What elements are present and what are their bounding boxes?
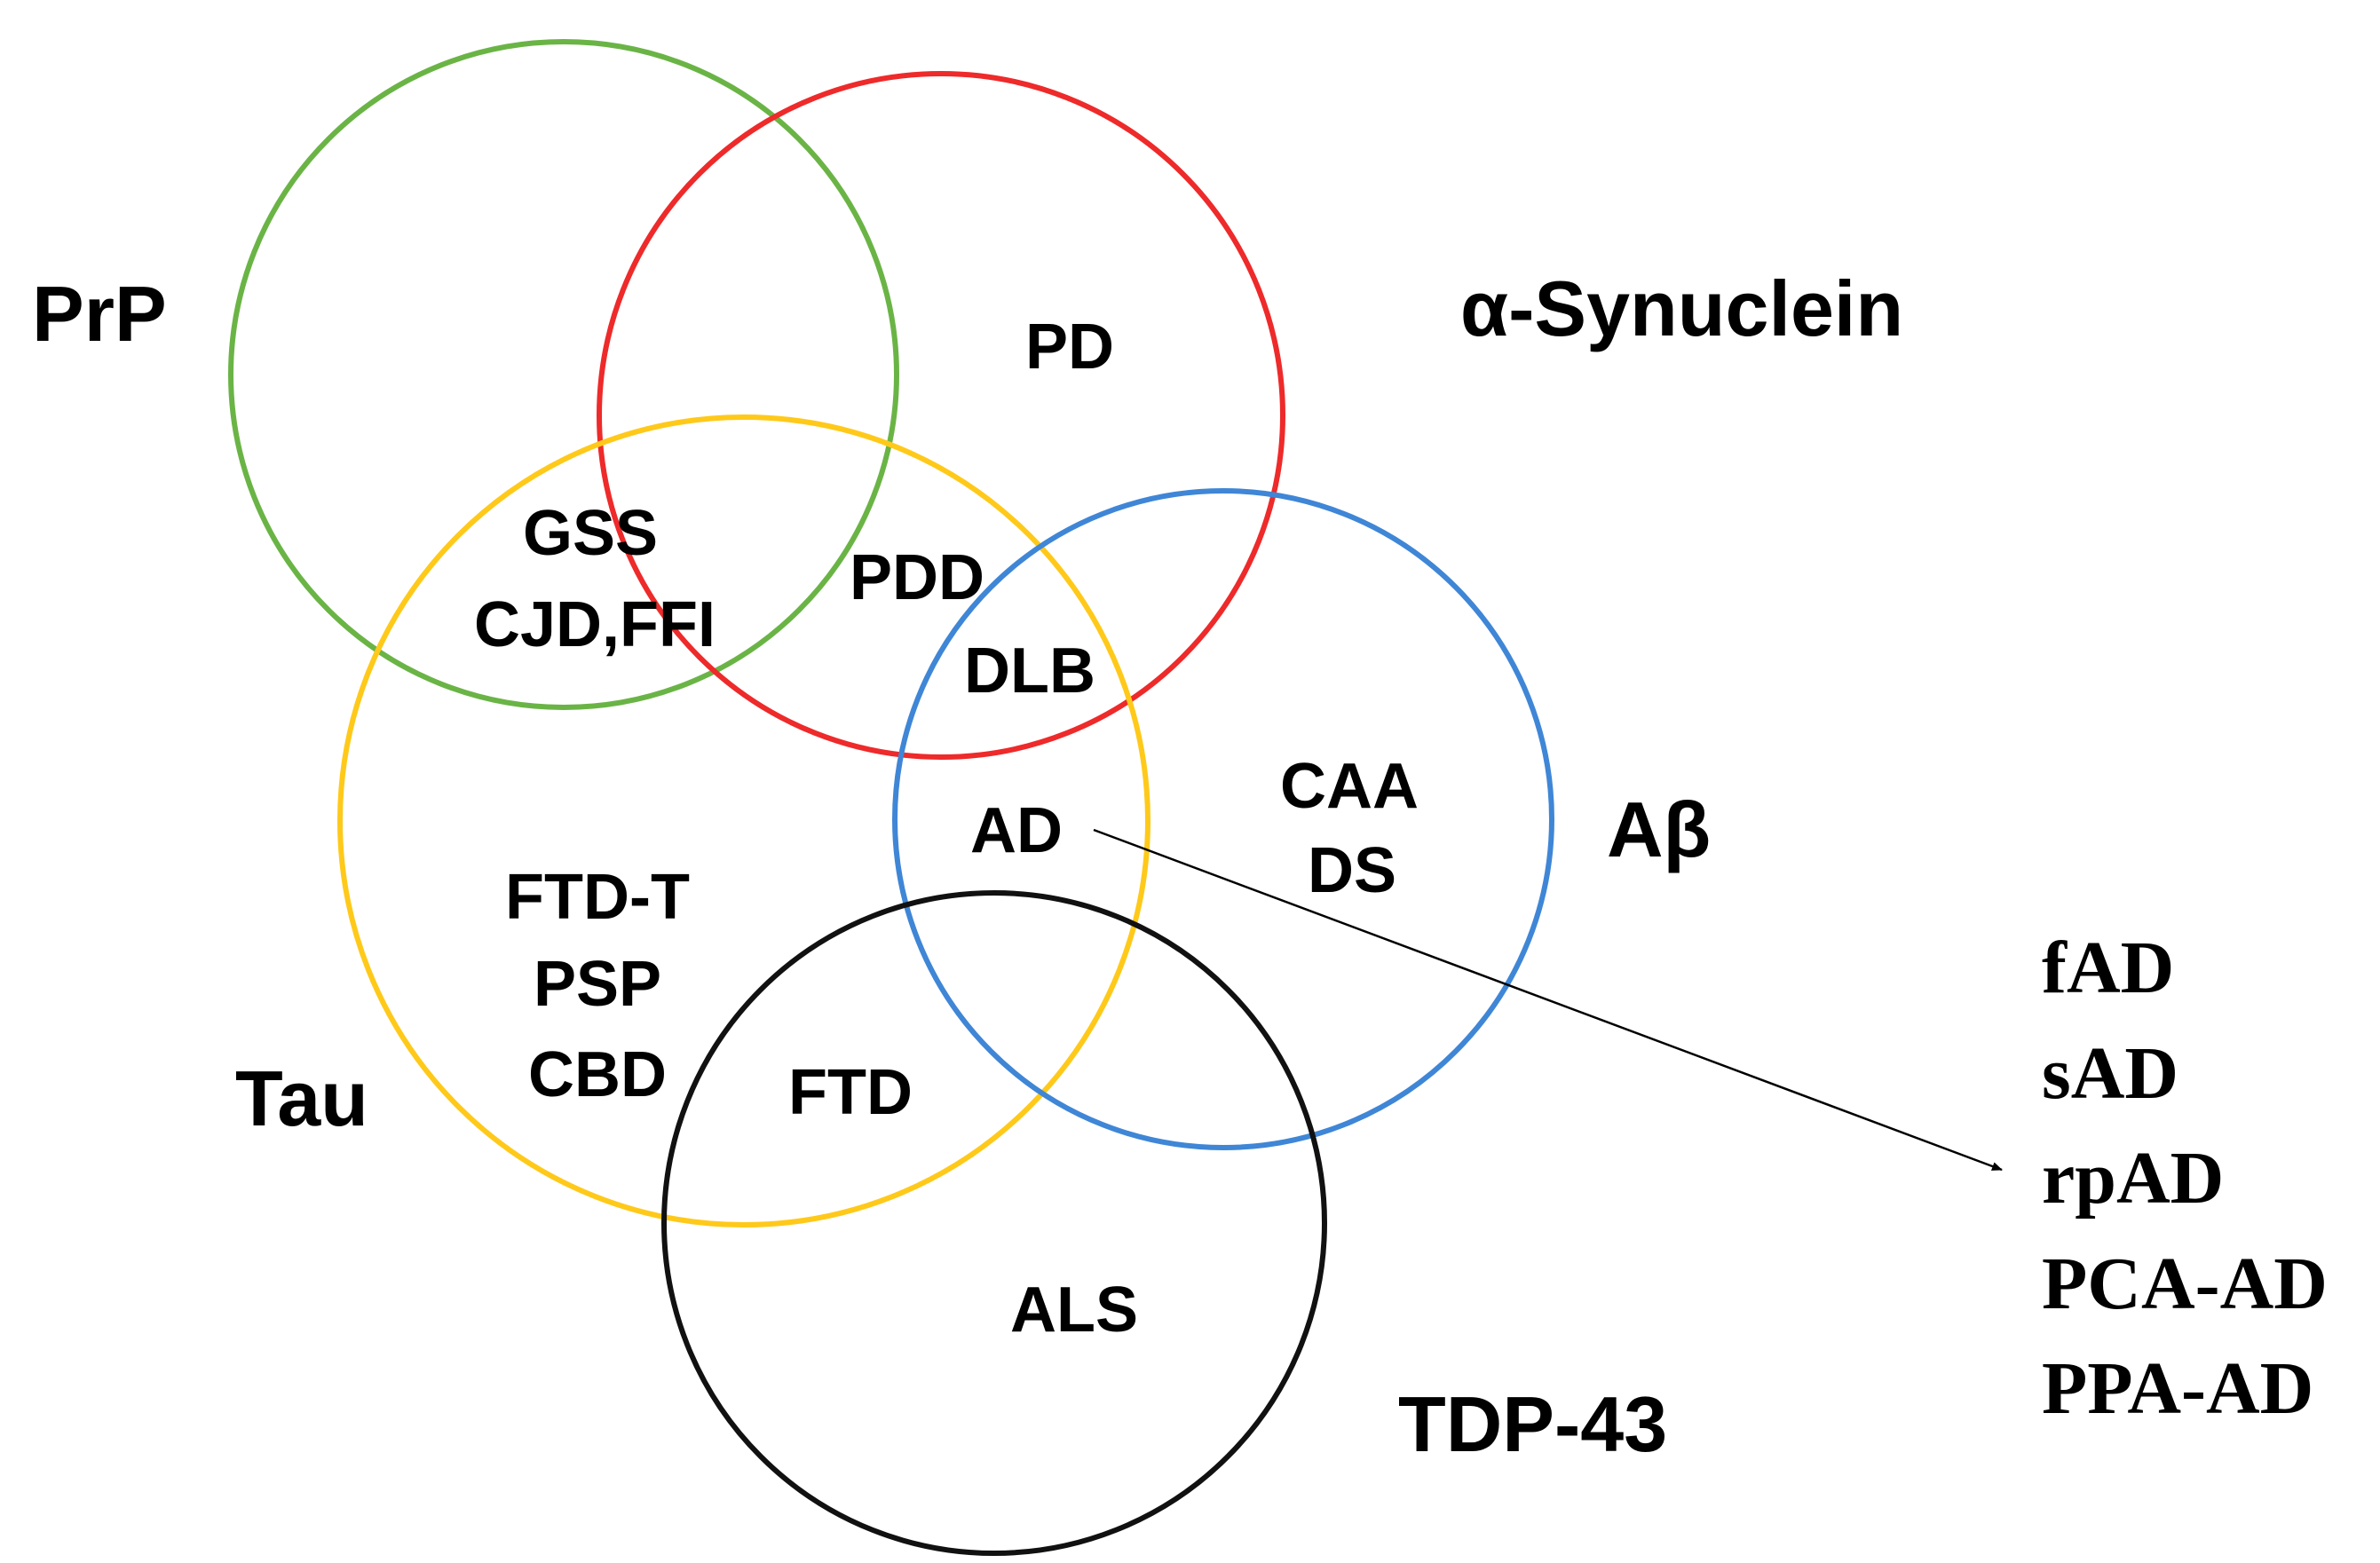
ftd-t-label: FTD-T bbox=[505, 862, 690, 933]
ad-subtypes-list: fAD sAD rpAD PCA-AD PPA-AD bbox=[2042, 927, 2328, 1430]
abeta-label: Aβ bbox=[1607, 785, 1711, 873]
synuclein-label: α-Synuclein bbox=[1460, 264, 1903, 352]
psp-label: PSP bbox=[534, 949, 661, 1020]
ad-subtypes-arrow bbox=[1093, 828, 2003, 1172]
als-label: ALS bbox=[1010, 1275, 1138, 1346]
ftd-label: FTD bbox=[788, 1057, 913, 1128]
cbd-label: CBD bbox=[528, 1039, 667, 1110]
gss-label: GSS bbox=[523, 498, 658, 569]
pdd-label: PDD bbox=[850, 542, 984, 613]
prp-circle bbox=[228, 39, 899, 710]
tau-circle bbox=[337, 414, 1150, 1228]
prp-label: PrP bbox=[32, 270, 167, 358]
ad-subtype-item: PCA-AD bbox=[2042, 1243, 2328, 1325]
tdp43-label: TDP-43 bbox=[1398, 1380, 1667, 1468]
cjd-ffi-label: CJD,FFI bbox=[474, 589, 716, 660]
ad-subtype-item: fAD bbox=[2042, 927, 2174, 1009]
dlb-label: DLB bbox=[964, 635, 1095, 707]
ad-subtype-item: rpAD bbox=[2042, 1137, 2224, 1220]
abeta-circle bbox=[892, 488, 1554, 1150]
caa-label: CAA bbox=[1280, 751, 1419, 822]
tdp43-circle bbox=[661, 890, 1327, 1556]
tau-label: Tau bbox=[235, 1054, 368, 1142]
ad-subtype-item: sAD bbox=[2042, 1032, 2178, 1115]
synuclein-circle bbox=[597, 71, 1285, 760]
ds-label: DS bbox=[1308, 835, 1396, 906]
ad-subtype-item: PPA-AD bbox=[2042, 1347, 2313, 1430]
pd-label: PD bbox=[1025, 312, 1114, 383]
ad-label: AD bbox=[970, 795, 1063, 866]
